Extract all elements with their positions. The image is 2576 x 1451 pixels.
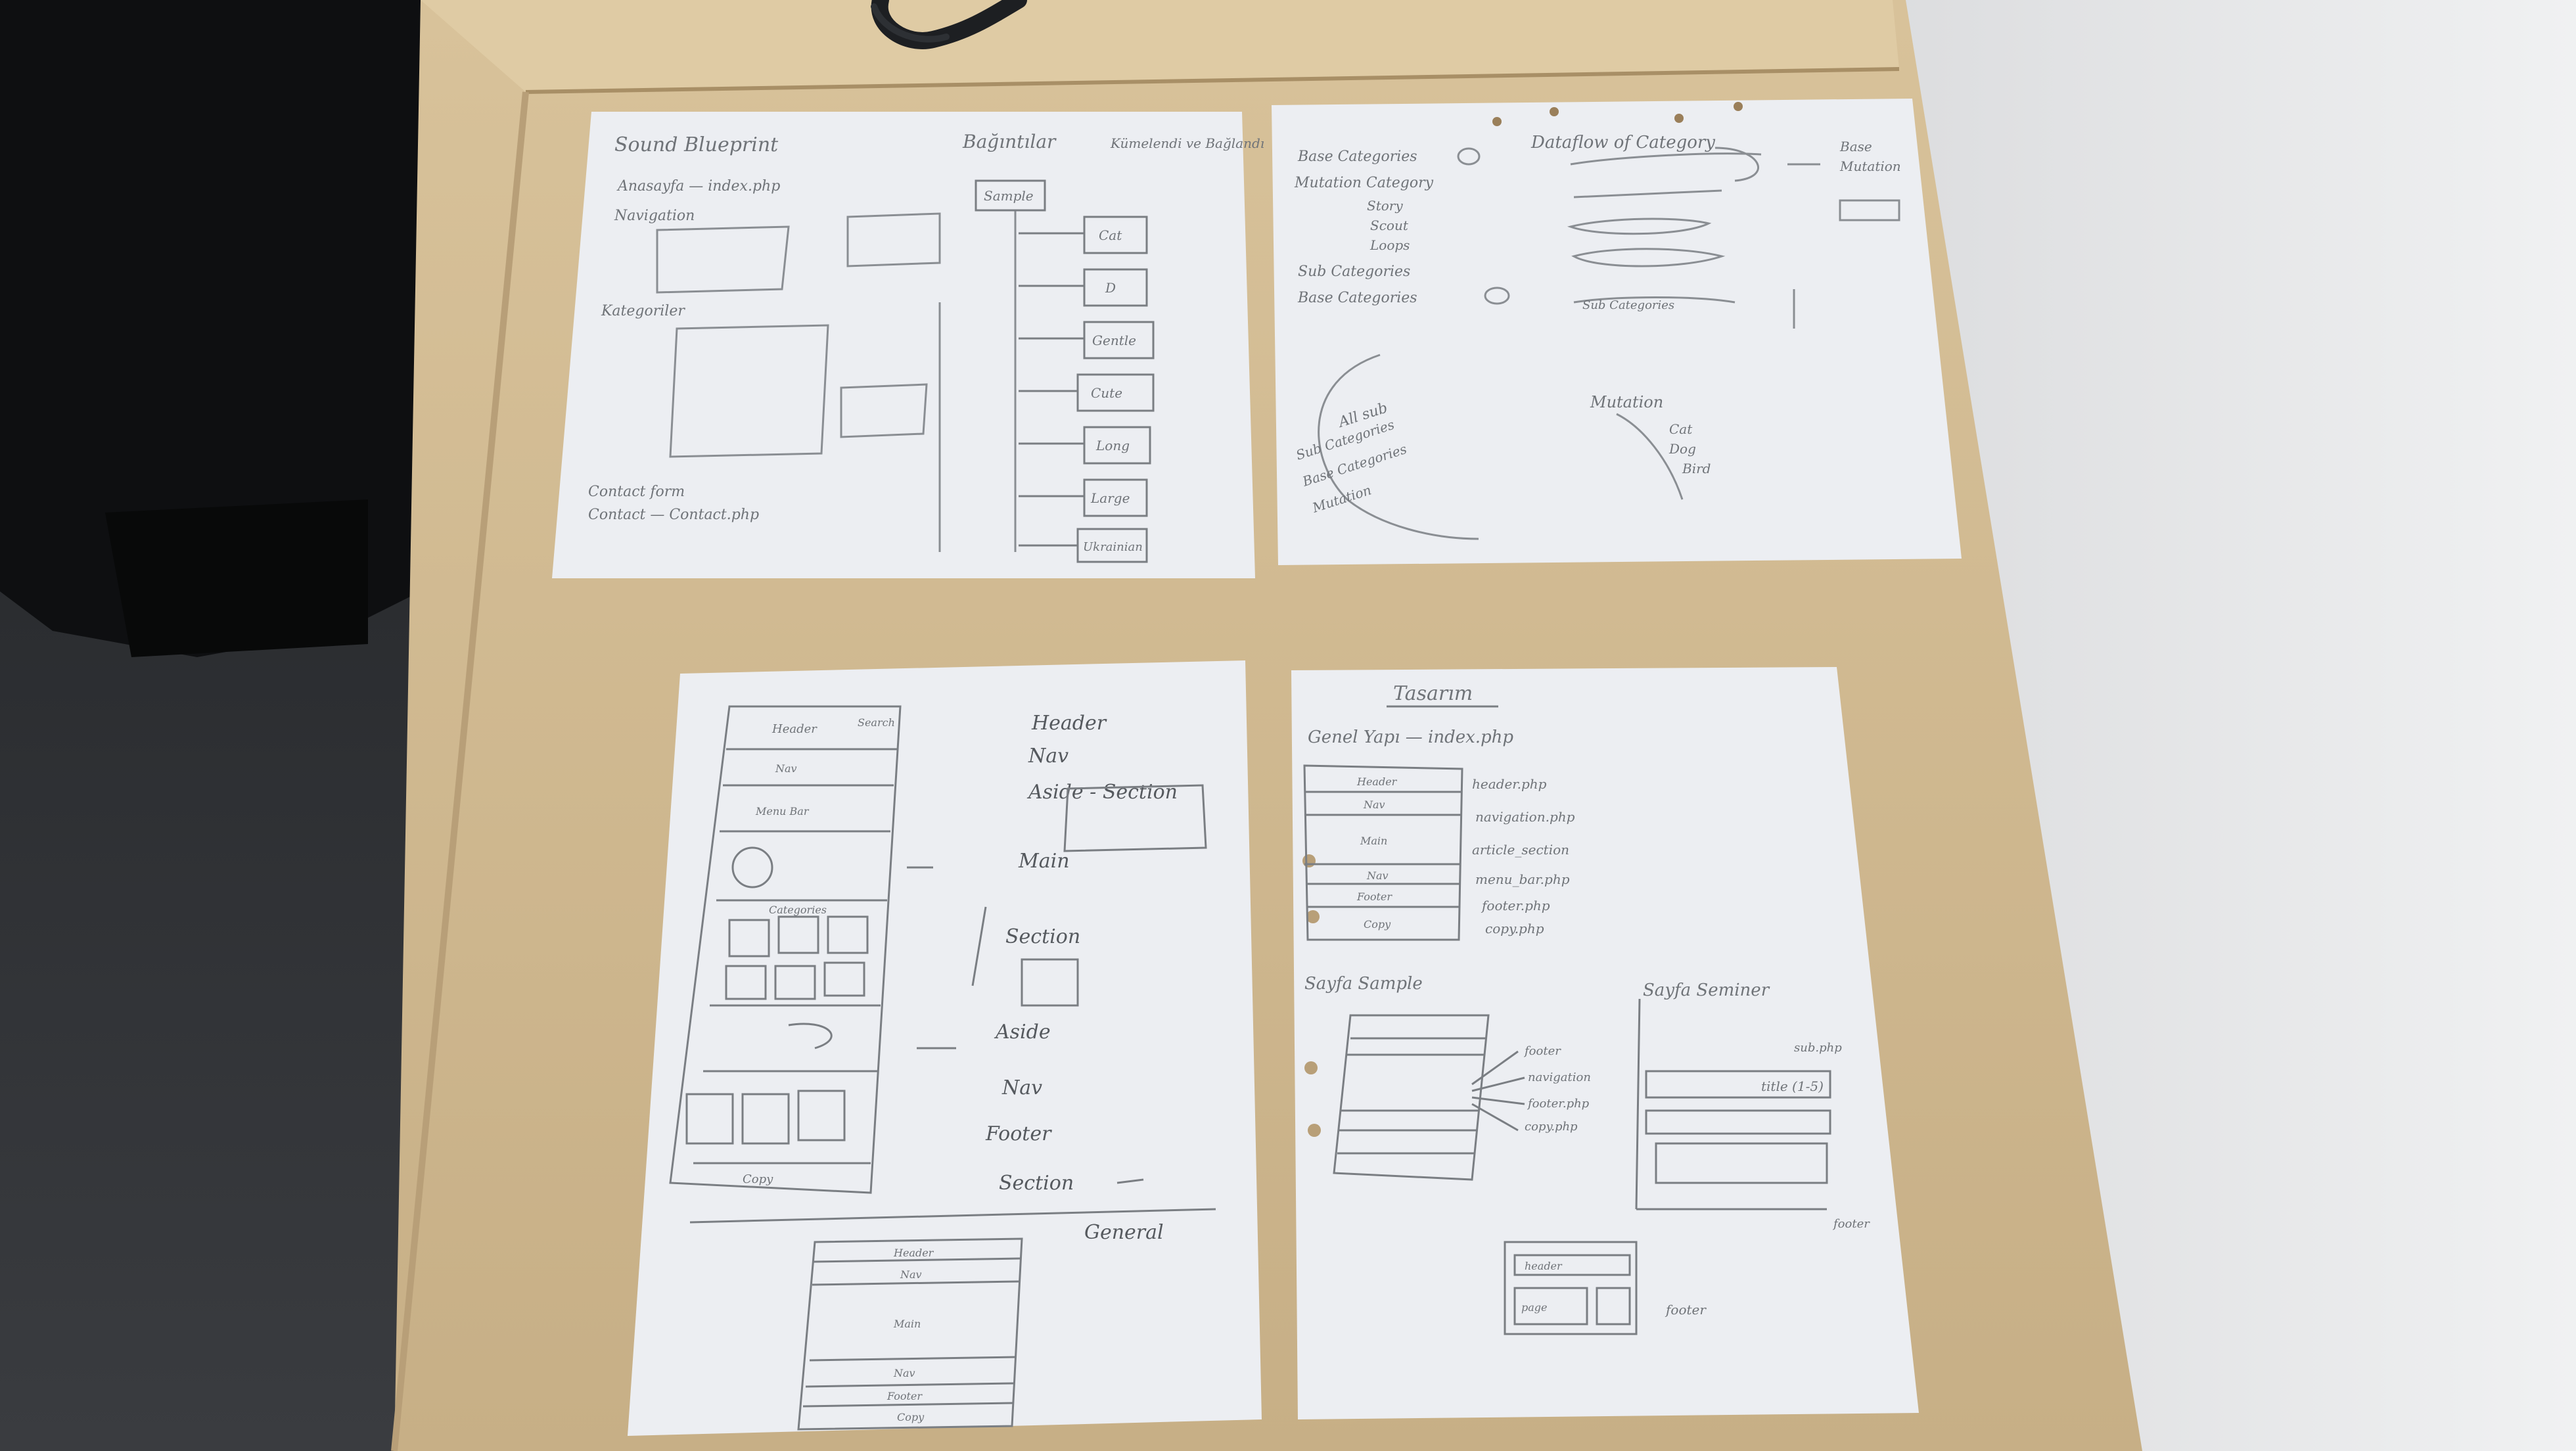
sheet-br-s3-note: footer (1832, 1217, 1870, 1231)
sheet-br-note: footer.php (1481, 898, 1550, 913)
sheet-br-s3-note: header (1525, 1260, 1563, 1272)
sheet-tl-item: Anasayfa — index.php (616, 178, 780, 195)
sheet-bl-wire: Copy (743, 1172, 773, 1186)
phone-cord (871, 0, 1027, 49)
sheet-br-s2-note: copy.php (1525, 1120, 1578, 1134)
sheet-tr-item: Sub Categories (1298, 264, 1410, 280)
sheet-br-note: header.php (1472, 776, 1547, 792)
sheet-br-s3-note: sub.php (1794, 1041, 1842, 1055)
sheet-br-note: menu_bar.php (1475, 871, 1570, 887)
sheet-bl-label: Section (1005, 925, 1080, 948)
sheet-br-row: Nav (1363, 798, 1385, 811)
sheet-tr-item: Scout (1370, 218, 1409, 233)
sheet-tl-note: Kümelendi ve Bağlandı (1110, 135, 1264, 151)
sheet-br-row: Nav (1366, 869, 1389, 882)
sheet-tr-bottom-item: Bird (1682, 461, 1711, 476)
sheet-tr-item: Mutation Category (1294, 175, 1434, 191)
dark-chair (0, 0, 519, 657)
sheet-tl-item: Kategoriler (601, 303, 685, 319)
sheet-br-s3-note: title (1-5) (1761, 1078, 1824, 1094)
sheet-br-section-2: Sayfa Sample (1304, 974, 1423, 994)
sheet-tr-item: Base Categories (1297, 290, 1417, 306)
sheet-br-row: Main (1360, 835, 1387, 847)
sheet-br-row: Footer (1356, 890, 1392, 903)
sheet-bl-label: Header (1031, 712, 1107, 735)
sheet-tr-item: Loops (1369, 237, 1410, 253)
sheet-tl-item: Navigation (614, 208, 695, 224)
sheet-bl-wire: Menu Bar (755, 805, 810, 818)
sheet-tr-bottom-item: Dog (1668, 441, 1696, 457)
sheet-tl-box: Cat (1099, 227, 1122, 243)
sheet-tl-box: Cute (1091, 385, 1122, 401)
sheet-br-note: article_section (1472, 842, 1569, 858)
sheet-bl-mini: Copy (897, 1411, 925, 1423)
sheet-bl-label: General (1084, 1221, 1164, 1244)
sheet-tr-right-item: Base (1839, 139, 1872, 154)
sheet-br-s2-note: footer (1523, 1044, 1561, 1058)
sheet-top-left: Sound Blueprint Bağıntılar Kümelendi ve … (552, 112, 1264, 578)
sheet-tl-box: Ukrainian (1083, 540, 1143, 554)
sheet-bl-label: Aside (994, 1021, 1051, 1044)
sheet-bottom-right: Tasarım Genel Yapı — index.php Header Na… (1291, 667, 1919, 1419)
sheet-br-s2-note: navigation (1528, 1071, 1591, 1084)
sheet-tr-title: Dataflow of Category (1530, 133, 1715, 152)
sheet-bl-mini: Footer (886, 1390, 923, 1402)
sheet-bl-label: Footer (985, 1122, 1052, 1145)
sheet-bl-wire: Nav (775, 762, 797, 775)
sheet-tl-box: Gentle (1092, 333, 1136, 348)
sheet-tr-right-item: Mutation (1839, 158, 1901, 174)
sheet-bl-label: Nav (1001, 1076, 1042, 1099)
sheet-tr-item: Story (1367, 198, 1403, 214)
sheet-bl-mini: Main (893, 1318, 921, 1330)
sheet-tr-right-item: Sub Categories (1582, 298, 1674, 312)
sheet-bl-label: Section (999, 1172, 1074, 1195)
sheet-br-note: copy.php (1485, 921, 1544, 936)
desk-edge (391, 91, 529, 1451)
desk-back-board (421, 0, 1899, 92)
sheet-bl-mini: Nav (893, 1367, 915, 1379)
sheet-tr-item: Base Categories (1297, 149, 1417, 165)
sheet-bl-wire: Search (858, 716, 895, 729)
sheet-tr-bottom-item: Cat (1669, 421, 1693, 437)
sheet-tl-title-a: Sound Blueprint (614, 133, 779, 156)
sheet-br-row: Header (1356, 775, 1398, 788)
sheet-br-title: Tasarım (1393, 682, 1473, 705)
sheet-tl-box: Sample (984, 188, 1034, 204)
sheet-br-row: Copy (1364, 918, 1391, 931)
sheet-tl-box: D (1105, 280, 1116, 296)
sheet-tl-box: Long (1095, 438, 1130, 453)
desk-seam (525, 67, 1900, 94)
sheet-br-s2-note: footer.php (1527, 1097, 1590, 1111)
sheet-tr-bottom-item: Mutation (1590, 393, 1663, 411)
sheet-top-right: Dataflow of Category Base Categories Mut… (1272, 99, 1962, 565)
sheet-tl-item: Contact — Contact.php (588, 507, 759, 523)
sheet-bl-label: Main (1018, 850, 1070, 873)
sheet-bl-label: Aside - Section (1026, 781, 1178, 804)
sheet-bottom-left: Header Search Nav Menu Bar Categories Co… (628, 660, 1262, 1436)
chair-leg (105, 499, 368, 657)
sheet-tl-item: Contact form (588, 484, 685, 500)
sheet-br-section-1: Genel Yapı — index.php (1308, 727, 1513, 747)
sheet-bl-wire: Categories (769, 904, 827, 916)
sheet-br-section-3: Sayfa Seminer (1643, 980, 1770, 1000)
sheet-br-s3-note: page (1521, 1301, 1548, 1314)
sheet-bl-mini: Header (893, 1247, 934, 1259)
sheet-br-note: navigation.php (1475, 809, 1575, 825)
sheet-bl-wire: Header (771, 722, 817, 736)
sheet-bl-mini: Nav (900, 1268, 922, 1281)
sheet-tl-box: Large (1090, 490, 1130, 506)
sheet-tl-title-b: Bağıntılar (962, 131, 1057, 152)
sheet-bl-label: Nav (1028, 745, 1069, 768)
sheet-br-s3-note: footer (1665, 1302, 1707, 1318)
